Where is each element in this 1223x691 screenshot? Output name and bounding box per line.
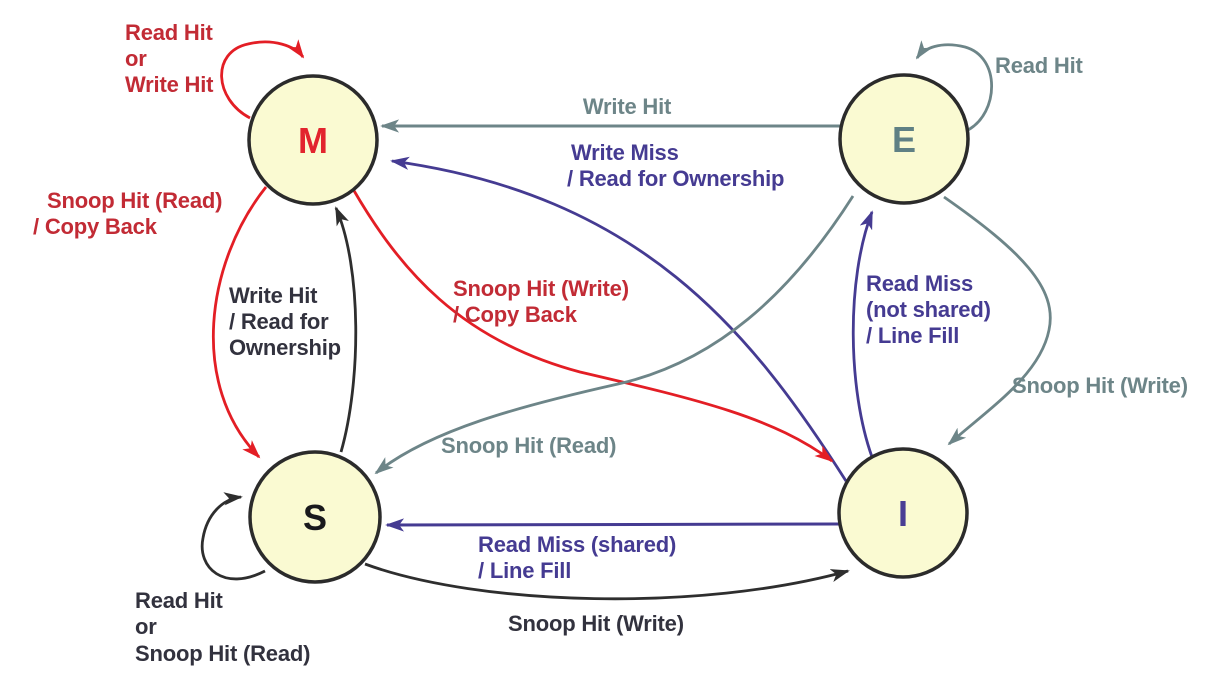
state-label-m: M xyxy=(298,120,328,161)
transition-label-i-to-e: Read Miss (not shared) / Line Fill xyxy=(866,271,991,348)
label-line: Write Miss xyxy=(571,140,679,165)
transition-label-m-self: Read Hit or Write Hit xyxy=(125,20,214,97)
label-line: Snoop Hit (Read) xyxy=(47,188,222,213)
label-line: Snoop Hit (Read) xyxy=(441,433,616,458)
label-line: (not shared) xyxy=(866,297,991,322)
arrow-e-to-s xyxy=(374,195,855,475)
label-line: Snoop Hit (Write) xyxy=(453,276,629,301)
state-node-s: S xyxy=(248,450,382,584)
state-label-i: I xyxy=(898,493,908,534)
label-line: Write Hit xyxy=(229,283,318,308)
arrow-i-to-m xyxy=(390,156,848,482)
transition-label-e-self: Read Hit xyxy=(995,53,1084,78)
state-label-e: E xyxy=(892,119,916,160)
transition-label-s-self: Read Hit or Snoop Hit (Read) xyxy=(135,588,310,666)
label-line: Write Hit xyxy=(125,72,214,97)
label-line: / Copy Back xyxy=(453,302,578,327)
state-node-m: M xyxy=(247,74,379,206)
state-label-s: S xyxy=(303,497,327,538)
transition-label-m-to-i: Snoop Hit (Write) / Copy Back xyxy=(453,276,629,327)
label-line: Read Miss xyxy=(866,271,973,296)
label-line: Write Hit xyxy=(583,94,672,119)
state-circle-m xyxy=(247,74,379,206)
label-line: or xyxy=(135,614,157,639)
transition-label-i-to-m: Write Miss / Read for Ownership xyxy=(567,140,784,191)
label-line: Read Hit xyxy=(125,20,214,45)
arrow-s-to-i xyxy=(364,562,850,601)
label-line: Snoop Hit (Write) xyxy=(508,611,684,636)
label-line: Snoop Hit (Write) xyxy=(1012,373,1188,398)
arrow-m-self-loop xyxy=(220,39,305,120)
state-node-i: I xyxy=(837,447,969,579)
arrow-i-to-s xyxy=(385,518,840,532)
label-line: or xyxy=(125,46,147,71)
label-line: / Copy Back xyxy=(33,214,158,239)
state-circle-i xyxy=(837,447,969,579)
arrow-m-to-s xyxy=(211,186,268,459)
state-node-e: E xyxy=(838,73,970,205)
arrow-e-to-i xyxy=(943,195,1052,446)
transition-label-e-to-s: Snoop Hit (Read) xyxy=(441,433,616,458)
label-line: Read Miss (shared) xyxy=(478,532,676,557)
label-line: / Read for xyxy=(229,309,329,334)
state-circle-e xyxy=(838,73,970,205)
transition-label-e-to-m: Write Hit xyxy=(583,94,672,119)
label-line: Snoop Hit (Read) xyxy=(135,641,310,666)
arrow-s-to-m xyxy=(334,206,358,453)
label-line: / Line Fill xyxy=(478,558,571,583)
label-line: Read Hit xyxy=(135,588,224,613)
state-circle-s xyxy=(248,450,382,584)
arrow-e-self-loop xyxy=(915,40,994,132)
transition-label-s-to-i: Snoop Hit (Write) xyxy=(508,611,684,636)
arrow-m-to-i xyxy=(351,188,834,463)
transition-label-i-to-s: Read Miss (shared) / Line Fill xyxy=(478,532,676,583)
arrow-i-to-e xyxy=(851,210,874,458)
transition-label-m-to-s: Snoop Hit (Read) / Copy Back xyxy=(33,188,222,239)
arrow-s-self-loop xyxy=(200,492,266,581)
label-line: / Read for Ownership xyxy=(567,166,784,191)
label-line: Read Hit xyxy=(995,53,1084,78)
transition-label-s-to-m: Write Hit / Read for Ownership xyxy=(229,283,341,360)
transition-label-e-to-i: Snoop Hit (Write) xyxy=(1012,373,1188,398)
label-line: Ownership xyxy=(229,335,341,360)
label-line: / Line Fill xyxy=(866,323,959,348)
